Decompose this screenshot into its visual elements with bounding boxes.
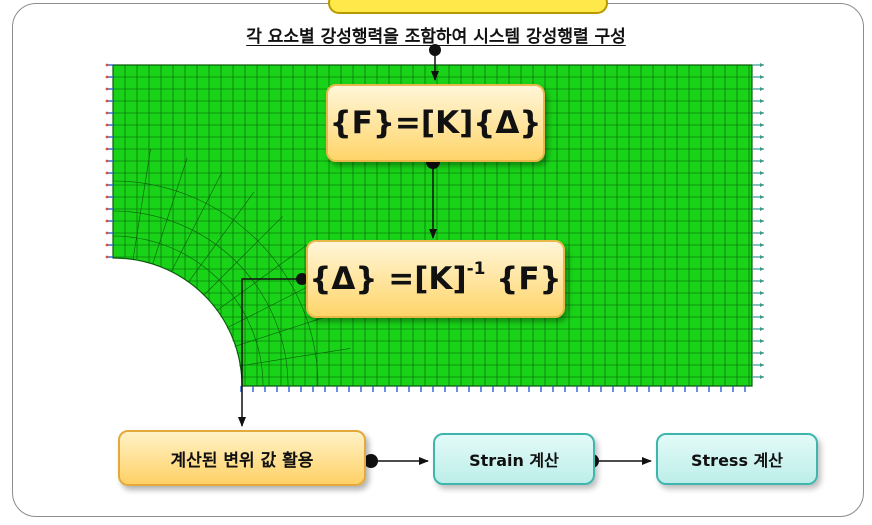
- equation-displacement-left: {Δ} =[K]: [309, 261, 467, 297]
- mesh-radial-line: [187, 191, 255, 283]
- load-arrowhead: [760, 195, 764, 199]
- equation-displacement-right: {F}: [485, 261, 562, 297]
- inverse-exponent: -1: [466, 258, 486, 279]
- heading-to-equation-1-arrow: [429, 44, 441, 81]
- load-arrowhead: [760, 207, 764, 211]
- equation-2-to-step-1-arrow: [238, 273, 308, 427]
- title-tab: [328, 0, 608, 14]
- load-arrowhead: [760, 339, 764, 343]
- support-node: [105, 207, 109, 211]
- support-node: [105, 135, 109, 139]
- mesh-arc: [112, 180, 319, 387]
- support-node: [105, 111, 109, 115]
- load-arrowhead: [760, 351, 764, 355]
- load-arrowhead: [760, 315, 764, 319]
- load-arrowhead: [760, 87, 764, 91]
- support-node: [105, 123, 109, 127]
- mesh-arc: [112, 235, 264, 387]
- load-arrowhead: [760, 183, 764, 187]
- left-boundary-supports: [105, 63, 113, 259]
- step-strain-label: Strain 계산: [469, 451, 559, 470]
- step-displacement-label: 계산된 변위 값 활용: [170, 450, 314, 471]
- mesh-radial-line: [216, 244, 308, 312]
- load-arrowhead: [760, 303, 764, 307]
- mesh-radial-line: [132, 148, 151, 260]
- right-edge-loads: [752, 63, 764, 379]
- support-node: [105, 219, 109, 223]
- load-arrowhead: [760, 267, 764, 271]
- load-arrowhead: [760, 291, 764, 295]
- load-arrowhead: [760, 123, 764, 127]
- support-node: [105, 195, 109, 199]
- support-node: [105, 243, 109, 247]
- bottom-boundary-supports: [240, 386, 746, 392]
- support-node: [105, 63, 109, 67]
- diagram-heading: 각 요소별 강성행력을 조함하여 시스템 강성행렬 구성: [246, 27, 626, 47]
- load-arrowhead: [760, 279, 764, 283]
- support-node: [105, 147, 109, 151]
- load-arrowhead: [760, 159, 764, 163]
- load-arrowhead: [760, 231, 764, 235]
- support-node: [105, 255, 109, 259]
- equation-force-box: {F}=[K]{Δ}: [326, 84, 545, 162]
- step-1-to-step-2-arrow: [364, 454, 429, 468]
- support-node: [105, 75, 109, 79]
- load-arrowhead: [760, 99, 764, 103]
- load-arrowhead: [760, 243, 764, 247]
- equation-force-text: {F}=[K]{Δ}: [329, 105, 542, 141]
- mesh-radial-line: [239, 348, 351, 367]
- load-arrowhead: [760, 63, 764, 67]
- load-arrowhead: [760, 219, 764, 223]
- equation-displacement-text: {Δ} =[K]-1 {F}: [309, 258, 562, 297]
- support-node: [105, 87, 109, 91]
- mesh-radial-line: [152, 157, 188, 265]
- mesh-radial-line: [170, 172, 223, 273]
- load-arrowhead: [760, 375, 764, 379]
- mesh-radial-line: [203, 216, 283, 296]
- step-strain-box: Strain 계산: [433, 433, 595, 485]
- step-stress-box: Stress 계산: [656, 433, 818, 485]
- step-displacement-box: 계산된 변위 값 활용: [118, 430, 366, 486]
- load-arrowhead: [760, 147, 764, 151]
- equation-displacement-box: {Δ} =[K]-1 {F}: [306, 240, 565, 318]
- load-arrowhead: [760, 171, 764, 175]
- load-arrowhead: [760, 75, 764, 79]
- step-stress-label: Stress 계산: [691, 451, 783, 470]
- load-arrowhead: [760, 327, 764, 331]
- support-node: [105, 183, 109, 187]
- support-node: [105, 231, 109, 235]
- support-node: [105, 99, 109, 103]
- load-arrowhead: [760, 135, 764, 139]
- support-node: [105, 171, 109, 175]
- load-arrowhead: [760, 111, 764, 115]
- mesh-arc: [112, 210, 289, 387]
- load-arrowhead: [760, 363, 764, 367]
- load-arrowhead: [760, 255, 764, 259]
- support-node: [105, 159, 109, 163]
